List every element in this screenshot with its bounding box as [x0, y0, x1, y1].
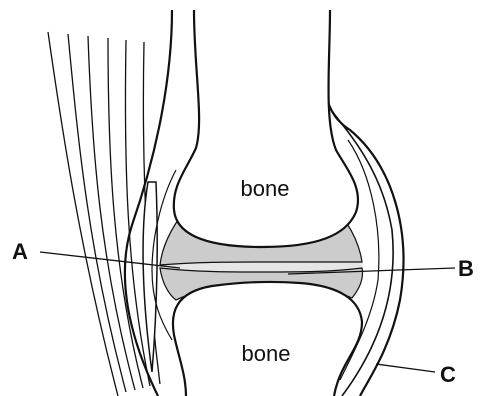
label-b: B	[458, 256, 474, 281]
lower-bone	[173, 282, 362, 396]
label-a-pointer	[40, 252, 180, 268]
label-c-pointer	[376, 364, 435, 372]
upper-bone	[174, 10, 358, 247]
lower-bone-label: bone	[242, 341, 291, 366]
upper-bone-label: bone	[241, 176, 290, 201]
label-a: A	[12, 239, 28, 264]
muscle-fibres	[48, 32, 160, 396]
label-c: C	[440, 362, 456, 387]
